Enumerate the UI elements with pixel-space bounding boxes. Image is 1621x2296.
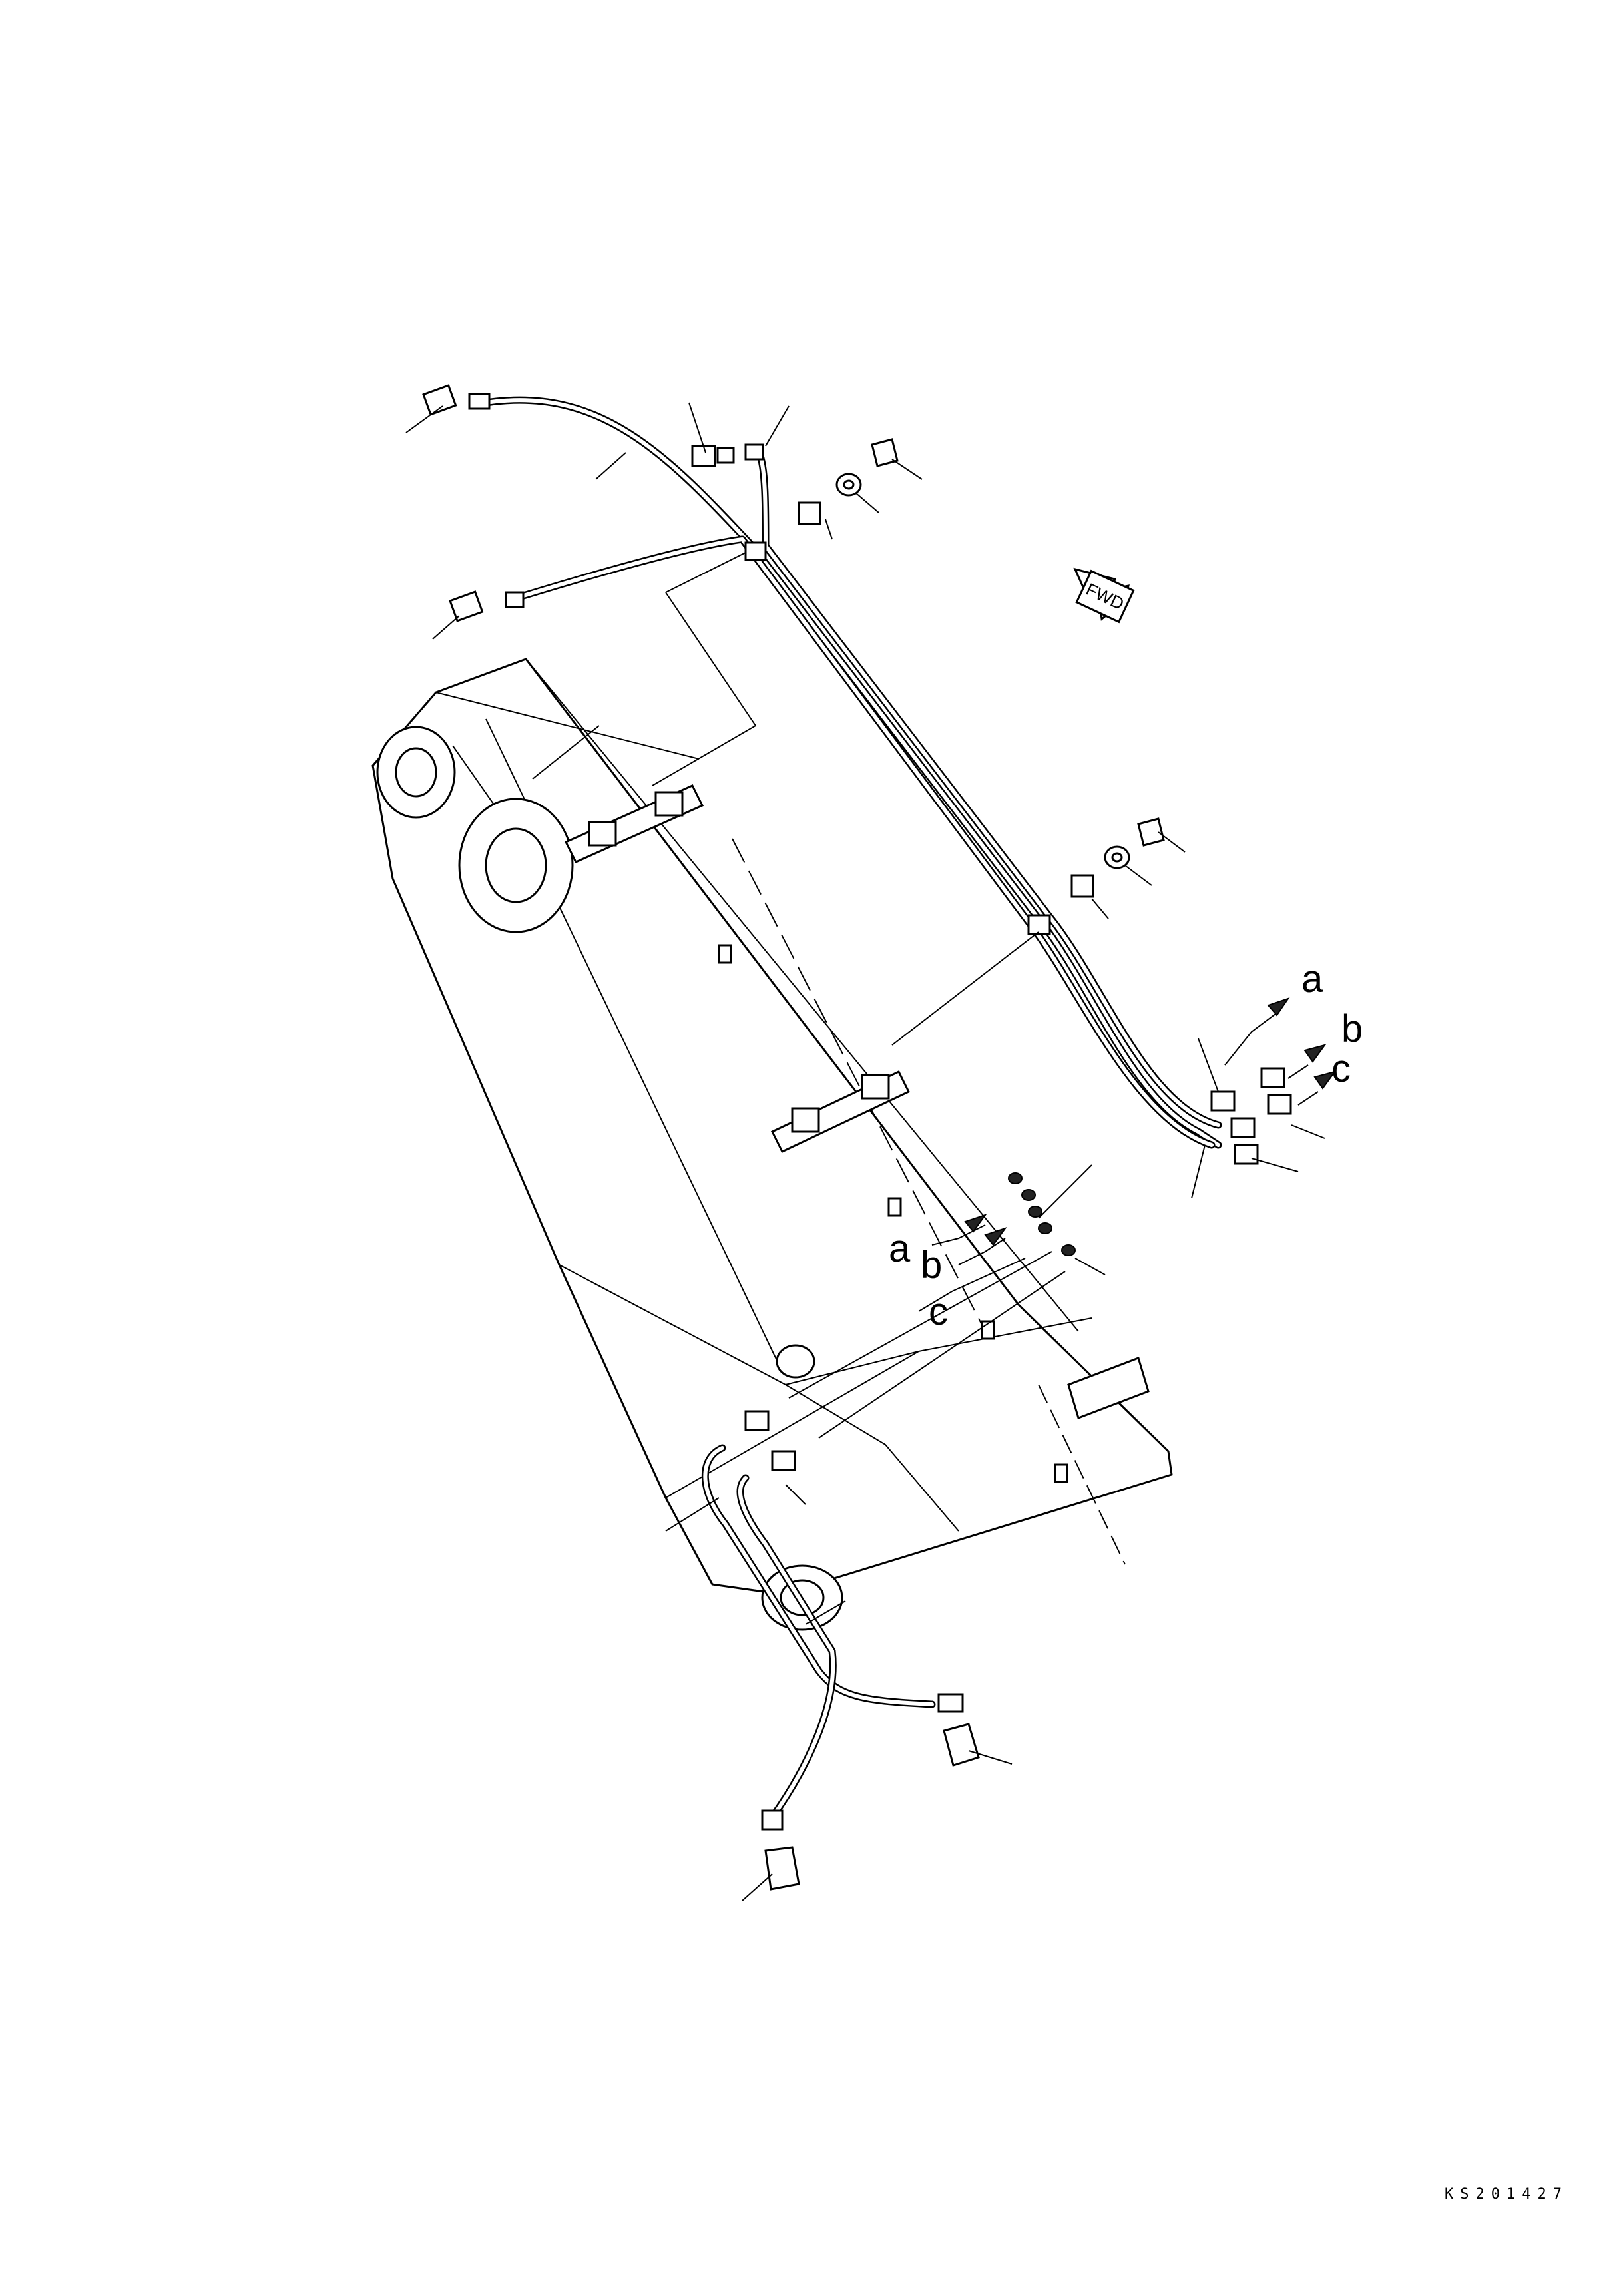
fittings-lower xyxy=(744,1410,796,1471)
port-label-right-b: b xyxy=(1341,1007,1363,1050)
elbow-fitting-bottom-right xyxy=(937,1693,980,1767)
leader-lines xyxy=(405,402,1337,1901)
boom-body xyxy=(371,658,1173,1631)
clamp-bracket-right xyxy=(1067,1357,1150,1419)
port-label-center-a: a xyxy=(889,1227,911,1270)
elbow-fitting-top-left xyxy=(422,384,491,416)
port-label-right-a: a xyxy=(1301,957,1323,1001)
connector-stack-center xyxy=(1008,1172,1076,1256)
clamp-plate-lower xyxy=(770,1070,911,1153)
pipe-bundle-lower xyxy=(701,1444,936,1821)
clamp-plate-upper xyxy=(564,784,704,863)
port-labels-right: a b c xyxy=(1301,957,1363,1090)
port-label-center-b: b xyxy=(921,1244,942,1287)
pipe-bundle-upper xyxy=(482,396,1222,1149)
port-label-center-c: c xyxy=(929,1290,948,1333)
clamp-parts-top xyxy=(744,438,899,561)
clamp-parts-mid xyxy=(1027,817,1165,935)
drawing-code: KS201427 xyxy=(1445,2186,1568,2203)
connector-nuts-right xyxy=(1210,1067,1292,1165)
elbow-fitting-mid-left xyxy=(449,590,525,622)
elbow-fitting-top-center xyxy=(691,443,764,467)
fwd-direction-marker: FWD xyxy=(1073,567,1135,624)
port-labels-center: a b c xyxy=(889,1227,948,1333)
port-label-right-c: c xyxy=(1331,1047,1351,1090)
